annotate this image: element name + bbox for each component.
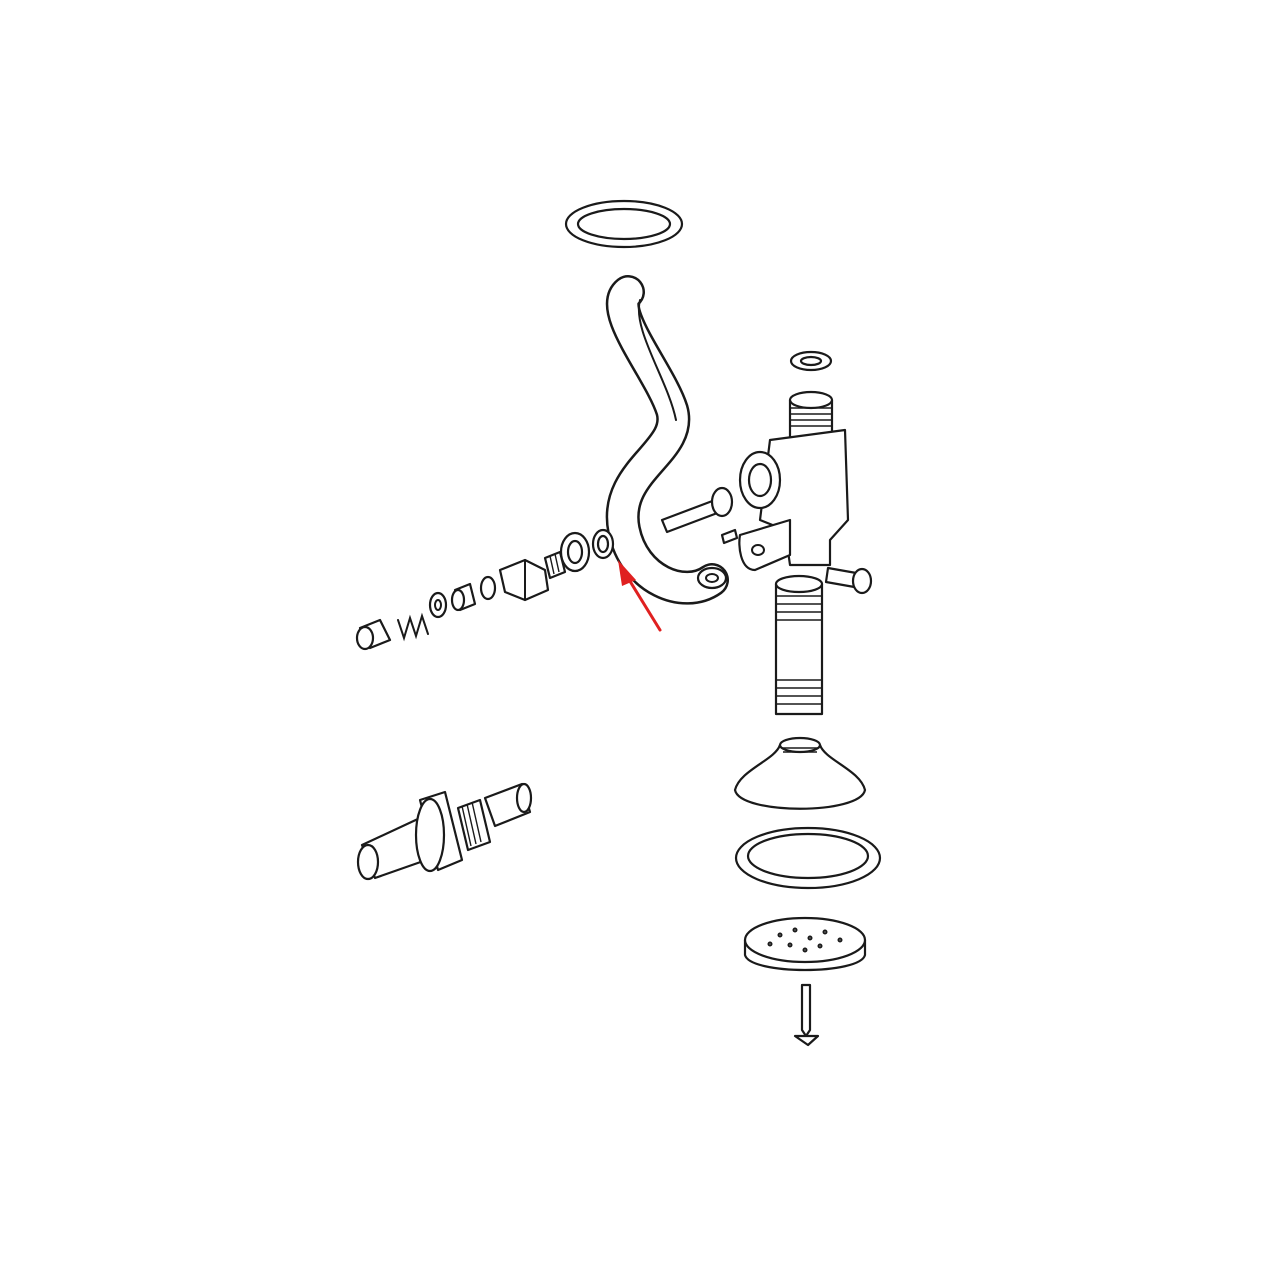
- left-parts-stack: [355, 528, 615, 651]
- valve-body: [738, 390, 850, 572]
- base-gasket: [734, 826, 882, 890]
- side-screw: [660, 486, 734, 534]
- spring: [397, 612, 429, 642]
- top-ring-gasket: [564, 199, 684, 249]
- bottom-screw: [793, 983, 820, 1047]
- end-cap: [355, 618, 392, 651]
- valve-cartridge: [356, 782, 533, 881]
- spout: [605, 275, 729, 605]
- right-pin-screw: [824, 566, 873, 595]
- highlight-arrow: [618, 560, 662, 632]
- body-top-washer: [789, 350, 833, 372]
- flat-washer: [559, 531, 591, 573]
- riser-pipe: [774, 574, 824, 716]
- highlighted-o-ring: [591, 528, 615, 560]
- strainer-plate: [743, 916, 867, 972]
- small-set-screw: [720, 528, 739, 545]
- small-bushing: [450, 582, 477, 612]
- small-washer-2: [479, 575, 497, 601]
- threaded-collar: [543, 550, 567, 580]
- small-washer-1: [428, 591, 448, 619]
- base-flange: [733, 736, 867, 810]
- hex-nut: [498, 558, 550, 602]
